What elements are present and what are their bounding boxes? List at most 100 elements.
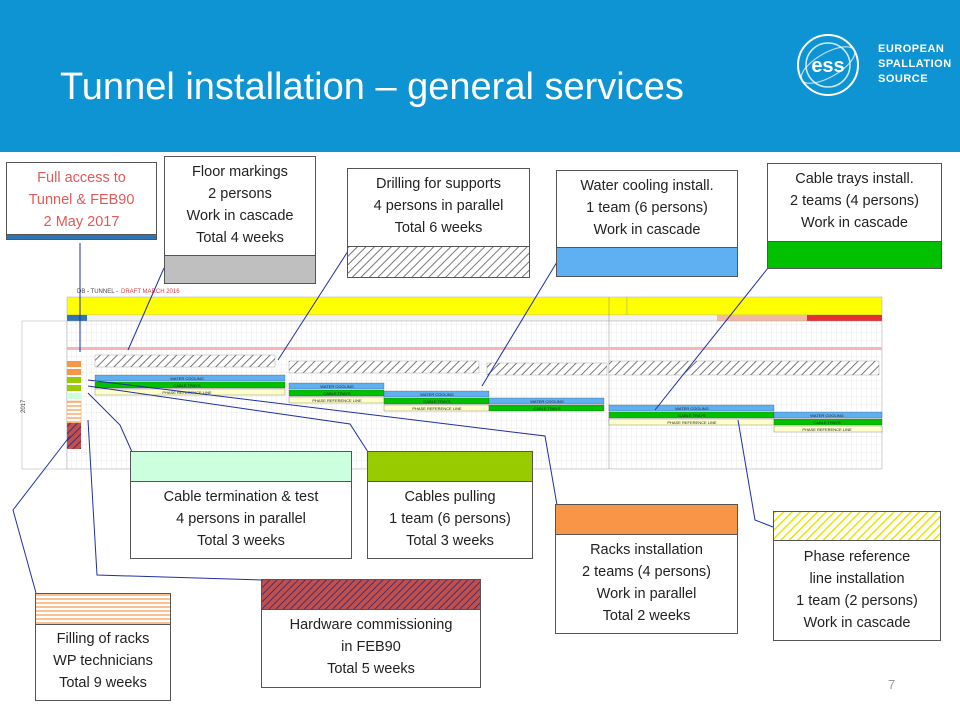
gantt-left-columns xyxy=(21,320,68,470)
gantt-drilling-4 xyxy=(608,360,880,376)
gantt-drilling-2 xyxy=(288,360,480,374)
gantt-water-5-label: WATER COOLING xyxy=(675,406,709,411)
callout-racks-installation-line4: Total 2 weeks xyxy=(602,608,691,624)
gantt-header-cell xyxy=(67,315,87,321)
callout-racks-installation: Racks installation 2 teams (4 persons) W… xyxy=(555,504,738,634)
callout-full-access-swatch xyxy=(6,234,157,240)
callout-cables-pulling-text: Cables pulling 1 team (6 persons) Total … xyxy=(368,486,532,552)
callout-drilling-line3: Total 6 weeks xyxy=(394,220,483,236)
callout-racks-installation-line2: 2 teams (4 persons) xyxy=(582,564,711,580)
callout-full-access: Full access to Tunnel & FEB90 2 May 2017 xyxy=(6,162,157,240)
gantt-trays-2-label: CABLE TRAYS xyxy=(323,391,351,396)
logo-mark: ess xyxy=(811,55,844,77)
callout-floor-markings-line3: Work in cascade xyxy=(186,208,294,224)
gantt-termination xyxy=(67,393,81,399)
callout-water-cooling-line1: Water cooling install. xyxy=(580,178,714,194)
callout-phase-reference-text: Phase reference line installation 1 team… xyxy=(774,546,940,634)
gantt-phase-2-label: PHASE REFERENCE LINE xyxy=(312,398,362,403)
gantt-racks-2 xyxy=(67,369,81,375)
callout-cable-termination-line1: Cable termination & test xyxy=(163,489,319,505)
callout-water-cooling-swatch xyxy=(556,247,738,277)
callout-cable-termination-line2: 4 persons in parallel xyxy=(176,511,306,527)
callout-phase-reference-line2: line installation xyxy=(809,571,905,587)
callout-hardware-commissioning-line3: Total 5 weeks xyxy=(327,661,415,677)
callout-cable-trays-line3: Work in cascade xyxy=(801,215,908,231)
callout-phase-reference-line1: Phase reference xyxy=(803,549,911,565)
callout-phase-reference-swatch xyxy=(773,511,941,541)
gantt-drilling-1 xyxy=(94,354,276,368)
logo-text: EUROPEAN SPALLATION SOURCE xyxy=(878,42,952,87)
gantt-title: DRAFT MARCH 2016 xyxy=(121,289,180,295)
callout-drilling-swatch xyxy=(347,246,530,278)
callout-cable-trays-line1: Cable trays install. xyxy=(795,171,914,187)
callout-cable-termination: Cable termination & test 4 persons in pa… xyxy=(130,451,352,559)
callout-cables-pulling-line3: Total 3 weeks xyxy=(406,533,494,549)
callout-hardware-commissioning: Hardware commissioning in FEB90 Total 5 … xyxy=(261,579,481,688)
logo-line-1: EUROPEAN xyxy=(878,43,945,55)
logo-line-2: SPALLATION xyxy=(878,58,952,70)
callout-floor-markings-line2: 2 persons xyxy=(208,186,272,202)
callout-racks-installation-line3: Work in parallel xyxy=(596,586,697,602)
callout-hardware-commissioning-text: Hardware commissioning in FEB90 Total 5 … xyxy=(262,614,480,680)
ess-logo: ess xyxy=(797,34,859,96)
callout-floor-markings-line1: Floor markings xyxy=(192,164,288,180)
gantt-phase-5-label: PHASE REFERENCE LINE xyxy=(667,420,717,425)
gantt-drilling-3 xyxy=(486,362,608,376)
callout-cables-pulling-line1: Cables pulling xyxy=(404,489,496,505)
gantt-title-prefix: DB - TUNNEL - xyxy=(77,289,118,295)
callout-filling-racks-text: Filling of racks WP technicians Total 9 … xyxy=(36,628,170,694)
gantt-header-red xyxy=(807,315,882,321)
callout-phase-reference: Phase reference line installation 1 team… xyxy=(773,511,941,641)
callout-floor-markings: Floor markings 2 persons Work in cascade… xyxy=(164,156,316,284)
gantt-water-2-label: WATER COOLING xyxy=(320,384,354,389)
gantt-phase-6 xyxy=(773,425,883,433)
gantt-trays-3-label: CABLE TRAYS xyxy=(423,399,451,404)
callout-cable-trays: Cable trays install. 2 teams (4 persons)… xyxy=(767,163,942,269)
callout-cable-termination-line3: Total 3 weeks xyxy=(197,533,285,549)
gantt-trays-5-label: CABLE TRAYS xyxy=(678,413,706,418)
gantt-phase-3-label: PHASE REFERENCE LINE xyxy=(412,406,462,411)
callout-drilling-text: Drilling for supports 4 persons in paral… xyxy=(348,173,529,239)
gantt-water-2 xyxy=(288,382,385,390)
callout-water-cooling-text: Water cooling install. 1 team (6 persons… xyxy=(557,175,737,241)
callout-phase-reference-line3: 1 team (2 persons) xyxy=(796,593,918,609)
callout-hardware-commissioning-swatch xyxy=(261,579,481,610)
callout-phase-reference-line4: Work in cascade xyxy=(803,615,911,631)
gantt-water-3-label: WATER COOLING xyxy=(420,392,454,397)
gantt-racks-1 xyxy=(67,361,81,367)
callout-cables-pulling: Cables pulling 1 team (6 persons) Total … xyxy=(367,451,533,559)
callout-full-access-line3: 2 May 2017 xyxy=(43,214,120,230)
callout-water-cooling-line2: 1 team (6 persons) xyxy=(586,200,708,216)
gantt-trays-1-label: CABLE TRAYS xyxy=(173,383,201,388)
callout-drilling-line2: 4 persons in parallel xyxy=(373,198,504,214)
callout-drilling-line1: Drilling for supports xyxy=(376,176,501,192)
callout-racks-installation-text: Racks installation 2 teams (4 persons) W… xyxy=(556,539,737,627)
callout-cable-trays-line2: 2 teams (4 persons) xyxy=(790,193,919,209)
callout-filling-racks: Filling of racks WP technicians Total 9 … xyxy=(35,593,171,701)
callout-racks-installation-swatch xyxy=(555,504,738,535)
gantt-water-3 xyxy=(383,390,490,398)
gantt-water-1-label: WATER COOLING xyxy=(170,376,204,381)
gantt-water-4 xyxy=(488,397,605,405)
gantt-header-salmon xyxy=(717,315,807,321)
callout-full-access-line1: Full access to xyxy=(37,170,126,186)
gantt-water-4-label: WATER COOLING xyxy=(530,399,564,404)
gantt-trays-1 xyxy=(94,381,286,389)
callout-cables-pulling-line2: 1 team (6 persons) xyxy=(389,511,511,527)
callout-filling-racks-line3: Total 9 weeks xyxy=(59,675,147,691)
gantt-cables-1 xyxy=(67,377,81,383)
callout-floor-markings-text: Floor markings 2 persons Work in cascade… xyxy=(165,161,315,249)
callout-cable-termination-swatch xyxy=(130,451,352,482)
gantt-trays-6-label: CABLE TRAYS xyxy=(813,420,841,425)
gantt-year: 2017 xyxy=(21,399,27,413)
callout-cable-trays-swatch xyxy=(767,241,942,269)
callout-full-access-line2: Tunnel & FEB90 xyxy=(28,192,135,208)
gantt-hw-commissioning xyxy=(67,423,81,449)
gantt-water-6 xyxy=(773,411,883,419)
callout-full-access-text: Full access to Tunnel & FEB90 2 May 2017 xyxy=(7,167,156,233)
callout-drilling: Drilling for supports 4 persons in paral… xyxy=(347,168,530,278)
gantt-cables-2 xyxy=(67,385,81,391)
logo-line-3: SOURCE xyxy=(878,73,929,85)
gantt-trays-6 xyxy=(773,418,883,426)
